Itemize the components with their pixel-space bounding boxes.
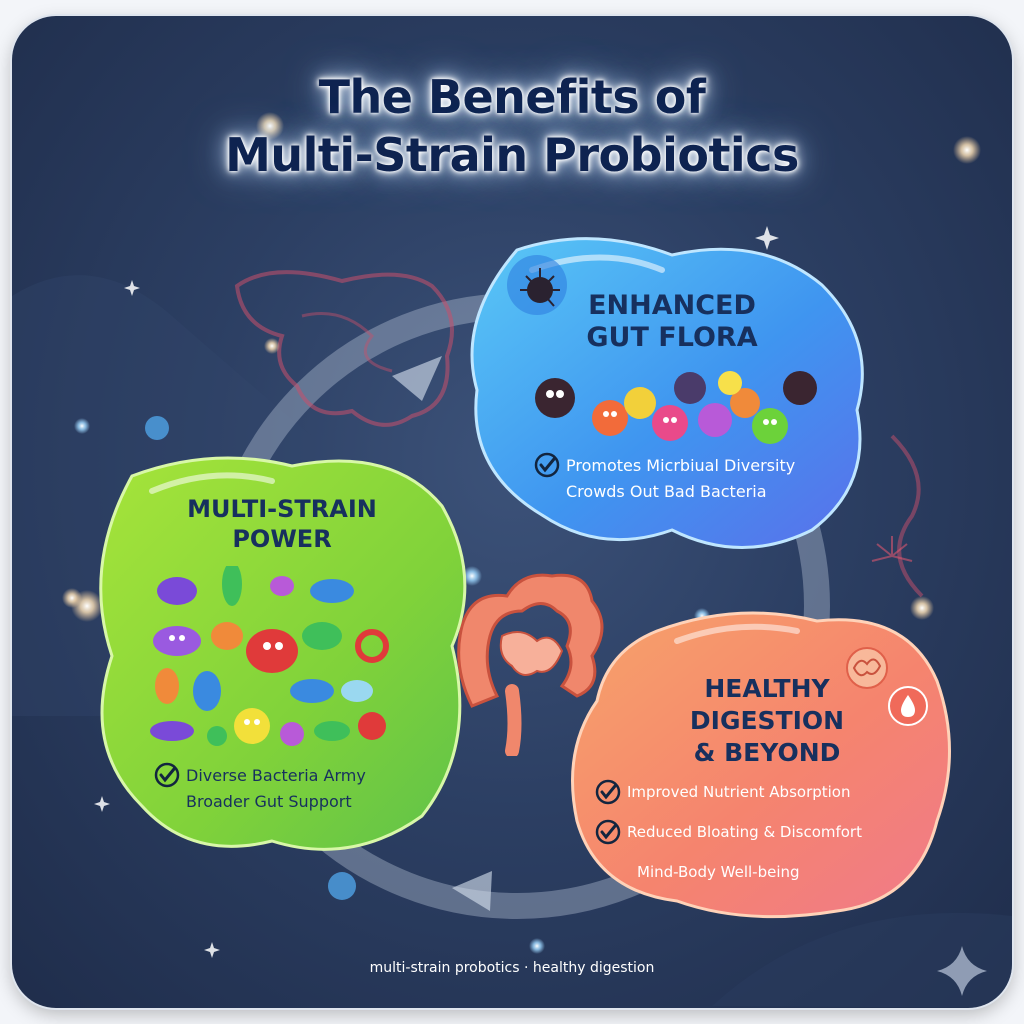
firework-decoration — [871, 536, 913, 562]
gut-flora-title-line-2: GUT FLORA — [586, 322, 758, 353]
panel-multi-strain: MULTI-STRAIN POWER Diverse Bacteria Army… — [92, 446, 472, 866]
sparkle-icon — [937, 946, 987, 996]
bacteria-icon — [507, 255, 567, 315]
gut-flora-title: ENHANCED GUT FLORA — [522, 290, 822, 354]
bacteria-group-icon — [535, 371, 817, 444]
bacteria-army-icon — [150, 566, 389, 746]
multi-strain-feature-1-text: Diverse Bacteria Army — [186, 765, 366, 785]
intestine-outline-icon — [234, 270, 454, 427]
panel-gut-flora: ENHANCED GUT FLORA Promotes Micrbiual Di… — [462, 230, 872, 560]
multi-strain-title: MULTI-STRAIN POWER — [132, 494, 432, 554]
digestion-feature-3-text: Mind-Body Well-being — [637, 863, 800, 881]
footer-caption: multi-strain probotics · healthy digesti… — [369, 960, 655, 976]
page-title: The Benefits of Multi-Strain Probiotics — [12, 68, 1012, 184]
drop-icon — [888, 686, 928, 726]
multi-strain-title-line-1: MULTI-STRAIN — [187, 495, 377, 523]
digestion-feature-1-text: Improved Nutrient Absorption — [627, 783, 851, 801]
digestion-feature-2-text: Reduced Bloating & Discomfort — [627, 823, 862, 841]
checkmark-icon — [595, 779, 621, 805]
title-line-2: Multi-Strain Probiotics — [225, 128, 799, 182]
digestion-title-line-2: DIGESTION — [689, 706, 845, 735]
gut-flora-title-line-1: ENHANCED — [588, 290, 756, 321]
checkmark-icon — [595, 819, 621, 845]
digestion-title: HEALTHY DIGESTION & BEYOND — [667, 673, 867, 769]
panel-digestion: HEALTHY DIGESTION & BEYOND Improved Nutr… — [567, 601, 952, 921]
gut-flora-feature-2-text: Crowds Out Bad Bacteria — [566, 482, 767, 501]
infographic-card: The Benefits of Multi-Strain Probiotics — [12, 16, 1012, 1008]
gut-flora-feature-2: Crowds Out Bad Bacteria — [566, 482, 767, 501]
checkmark-icon — [534, 452, 560, 478]
panel-digestion-bg — [571, 611, 951, 919]
intestine-icon — [457, 573, 604, 756]
multi-strain-feature-2: Broader Gut Support — [186, 792, 352, 811]
gut-flora-feature-1: Promotes Micrbiual Diversity — [534, 452, 795, 478]
digestion-title-line-3: & BEYOND — [693, 738, 841, 767]
multi-strain-feature-1: Diverse Bacteria Army — [154, 762, 366, 788]
title-line-1: The Benefits of — [318, 70, 706, 124]
digestion-feature-3: Mind-Body Well-being — [637, 863, 800, 881]
multi-strain-feature-2-text: Broader Gut Support — [186, 792, 352, 811]
digestion-feature-2: Reduced Bloating & Discomfort — [595, 819, 862, 845]
digestion-title-line-1: HEALTHY — [704, 674, 830, 703]
multi-strain-title-line-2: POWER — [232, 525, 332, 553]
gut-flora-feature-1-text: Promotes Micrbiual Diversity — [566, 455, 796, 475]
brain-icon — [846, 647, 888, 689]
checkmark-icon — [154, 762, 180, 788]
panel-gut-flora-bg — [470, 237, 864, 549]
digestion-feature-1: Improved Nutrient Absorption — [595, 779, 851, 805]
